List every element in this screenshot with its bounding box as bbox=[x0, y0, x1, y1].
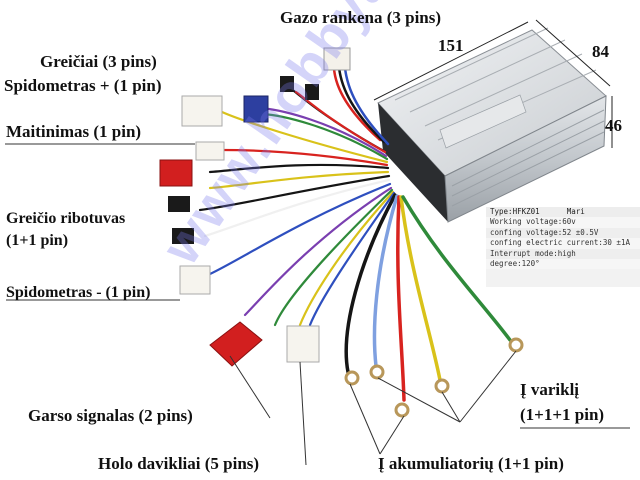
spec-row-config-current: confing electric current:30 ±1A bbox=[486, 238, 640, 249]
connectors bbox=[159, 47, 351, 367]
spec-row-type: Type:HFKZ01 Mari bbox=[486, 207, 640, 218]
label-speed-limiter: Greičio ribotuvas bbox=[6, 210, 126, 227]
label-gears: Greičiai (3 pins) bbox=[40, 52, 157, 71]
dimension-width: 84 bbox=[592, 42, 609, 61]
wire-harness bbox=[198, 58, 512, 402]
dimension-lines bbox=[373, 19, 613, 148]
label-battery: Į akumuliatorių (1+1 pin) bbox=[378, 454, 564, 473]
label-motor: Į variklį bbox=[520, 380, 580, 399]
label-speed-limiter-pins: (1+1 pin) bbox=[6, 232, 69, 249]
label-horn: Garso signalas (2 pins) bbox=[28, 406, 193, 425]
label-speedometer-minus: Spidometras - (1 pin) bbox=[6, 284, 151, 301]
controller-box bbox=[377, 27, 607, 223]
leader-lines bbox=[5, 143, 630, 466]
dimension-length: 151 bbox=[438, 36, 464, 55]
label-speedometer-plus: Spidometras + (1 pin) bbox=[4, 76, 162, 95]
label-gas-throttle: Gazo rankena (3 pins) bbox=[280, 8, 442, 27]
spec-row-working-voltage: Working voltage:60v bbox=[486, 217, 640, 228]
spec-label: Type:HFKZ01 Mari Working voltage:60v con… bbox=[486, 207, 640, 287]
spec-row-degree: degree:120° bbox=[486, 259, 640, 270]
label-power: Maitinimas (1 pin) bbox=[6, 122, 142, 141]
label-motor-pins: (1+1+1 pin) bbox=[520, 405, 605, 424]
spec-row-interrupt-mode: Interrupt mode:high bbox=[486, 248, 640, 260]
spec-row-config-voltage: confing voltage:52 ±0.5V bbox=[486, 227, 640, 239]
dimension-height: 46 bbox=[605, 116, 622, 135]
label-hall-sensors: Holo davikliai (5 pins) bbox=[98, 454, 260, 473]
